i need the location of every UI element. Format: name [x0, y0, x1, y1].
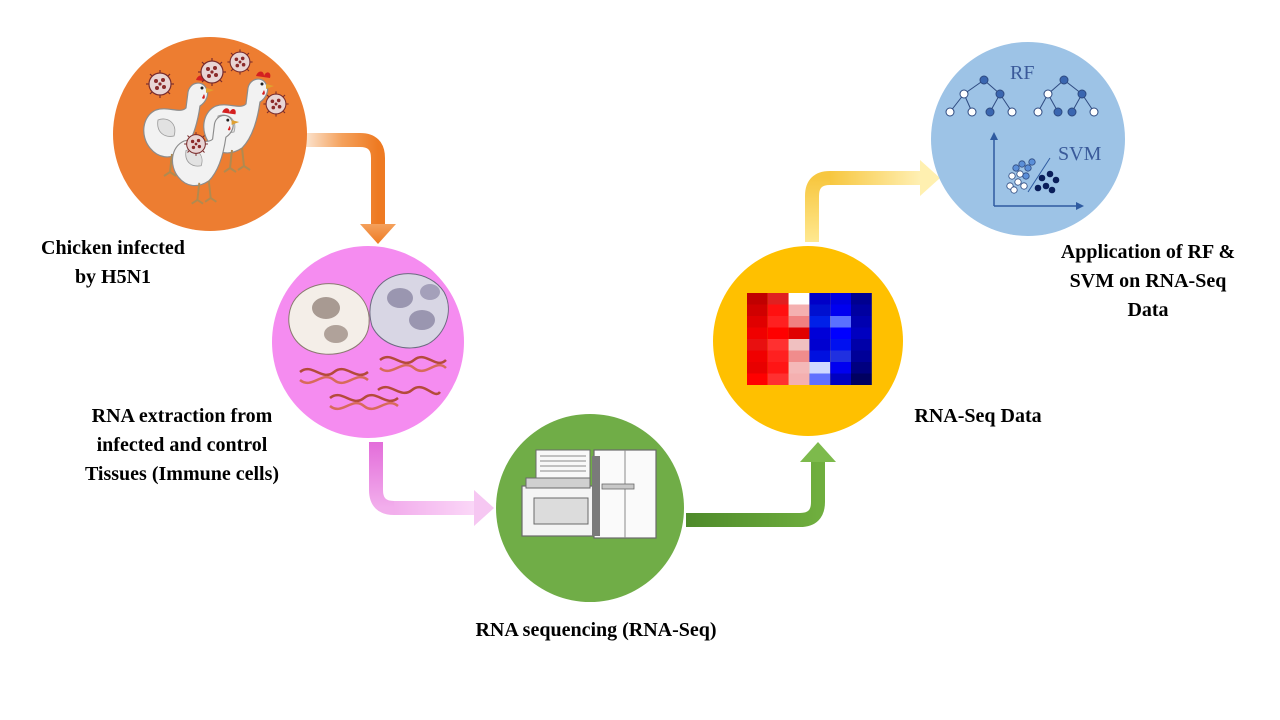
- heatmap-cell: [767, 373, 789, 385]
- heatmap-cell: [809, 362, 831, 374]
- heatmap-cell: [851, 293, 872, 305]
- heatmap-cell: [851, 316, 872, 328]
- heatmap-cell: [767, 339, 789, 351]
- heatmap-cell: [747, 304, 768, 316]
- heatmap-cell: [788, 316, 810, 328]
- heatmap-cell: [747, 339, 768, 351]
- decision-tree-nodes: [945, 75, 1099, 117]
- heatmap-cell: [830, 362, 851, 374]
- heatmap-cell: [830, 293, 851, 305]
- heatmap-cell: [747, 362, 768, 374]
- heatmap-cell: [767, 327, 789, 339]
- heatmap-cell: [830, 304, 851, 316]
- heatmap-cell: [851, 373, 872, 385]
- heatmap-cell: [747, 316, 768, 328]
- heatmap-cell: [747, 293, 768, 305]
- heatmap-cell: [788, 293, 810, 305]
- heatmap-cell: [767, 316, 789, 328]
- heatmap-cell: [809, 304, 831, 316]
- chicken-circle-node: [113, 37, 307, 231]
- immune-cells-icon: [288, 273, 449, 355]
- rna-strand-icon: [299, 355, 447, 411]
- heatmap-cell: [851, 327, 872, 339]
- heatmap-cell: [747, 373, 768, 385]
- label-rna-sequencing: RNA sequencing (RNA-Seq): [475, 619, 717, 641]
- arrow-cells-to-sequencing: [369, 442, 494, 526]
- arrow-sequencing-to-rnaseq: [686, 442, 836, 527]
- arrow-rnaseq-to-ml: [805, 160, 940, 242]
- heatmap-cell: [851, 339, 872, 351]
- heatmap-cell: [788, 362, 810, 374]
- heatmap-cell: [830, 373, 851, 385]
- label-rnaseq-data: RNA-Seq Data: [914, 405, 1042, 427]
- label-rna-extraction: RNA extraction from infected and control…: [84, 405, 280, 485]
- heatmap-cell: [830, 316, 851, 328]
- arrow-chicken-to-cells: [306, 133, 396, 244]
- label-chicken-infected: Chicken infected by H5N1: [41, 237, 185, 288]
- heatmap-cell: [809, 293, 831, 305]
- heatmap-cell: [788, 304, 810, 316]
- heatmap-cell: [809, 339, 831, 351]
- heatmap-cell: [788, 339, 810, 351]
- sequencing-circle-node: [496, 414, 684, 602]
- heatmap-cell: [809, 316, 831, 328]
- heatmap-cell: [851, 304, 872, 316]
- heatmap-cell: [809, 327, 831, 339]
- heatmap-cell: [767, 304, 789, 316]
- rf-label: RF: [1010, 62, 1034, 84]
- heatmap-cell: [809, 373, 831, 385]
- heatmap-cell: [747, 350, 768, 362]
- heatmap-circle-node: [713, 246, 903, 436]
- heatmap-cell: [767, 350, 789, 362]
- heatmap-cell: [788, 373, 810, 385]
- heatmap-cell: [851, 362, 872, 374]
- ml-circle-node: RF SVM: [931, 42, 1125, 236]
- heatmap-cell: [788, 350, 810, 362]
- heatmap-cell: [747, 327, 768, 339]
- heatmap-cell: [830, 350, 851, 362]
- heatmap-cell: [767, 362, 789, 374]
- heatmap-cell: [788, 327, 810, 339]
- cells-circle-node: [272, 246, 464, 438]
- heatmap-cell: [809, 350, 831, 362]
- svm-scatter-icon: [990, 132, 1084, 210]
- heatmap-grid: [747, 293, 872, 385]
- heatmap-cell: [851, 350, 872, 362]
- sequencer-machine-icon: [521, 449, 657, 539]
- label-application-rf-svm: Application of RF & SVM on RNA-Seq Data: [1060, 241, 1236, 321]
- heatmap-cell: [830, 339, 851, 351]
- heatmap-cell: [830, 327, 851, 339]
- heatmap-cell: [767, 293, 789, 305]
- svm-label: SVM: [1058, 143, 1102, 165]
